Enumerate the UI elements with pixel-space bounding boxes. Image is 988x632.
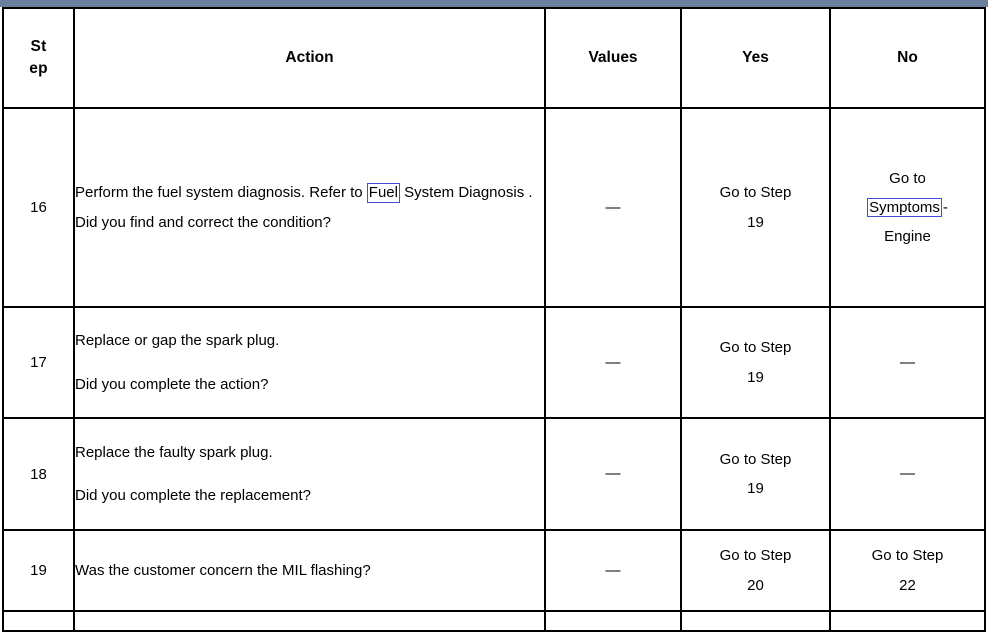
table-row: 17 Replace or gap the spark plug. Did yo… (2, 307, 986, 419)
cell-step-number: 18 (2, 418, 75, 531)
cell-step-number: 19 (2, 530, 75, 612)
column-header-yes: Yes (680, 8, 831, 109)
no-link-trailing-dash: - (942, 198, 948, 216)
action-line1: Replace the faulty spark plug. (75, 443, 273, 461)
cell-step-number: 17 (2, 307, 75, 419)
diagnostic-procedure-table: St ep Action Values Yes No 16 Perform th… (2, 7, 986, 632)
column-header-step-line2: ep (29, 60, 48, 77)
column-header-step: St ep (2, 8, 75, 109)
table-row: 16 Perform the fuel system diagnosis. Re… (2, 108, 986, 308)
yes-line1: Go to Step (719, 450, 792, 468)
cell-values: — (544, 307, 682, 419)
table-row-partial (2, 611, 986, 632)
column-header-action: Action (73, 8, 546, 109)
no-line2: 22 (899, 576, 916, 594)
hyperlink-symptoms[interactable]: Symptoms (867, 197, 942, 218)
yes-line2: 19 (747, 213, 764, 231)
cell-yes: Go to Step 19 (680, 307, 831, 419)
hyperlink-fuel[interactable]: Fuel (366, 183, 400, 203)
yes-line2: 20 (747, 576, 764, 594)
cell-no (829, 611, 986, 632)
em-dash: — (605, 198, 621, 216)
column-header-step-line1: St (30, 37, 47, 55)
cell-no: — (829, 307, 986, 419)
cell-no: Go to Step 22 (829, 530, 986, 612)
cell-action: Was the customer concern the MIL flashin… (73, 530, 546, 612)
cell-yes: Go to Step 19 (680, 418, 831, 531)
action-line2: Did you complete the replacement? (75, 487, 311, 504)
yes-line1: Go to Step (719, 184, 792, 202)
table-header-row: St ep Action Values Yes No (2, 8, 986, 109)
no-line1: Go to (889, 169, 926, 187)
cell-yes: Go to Step 20 (680, 530, 831, 612)
action-text-pre-link: Perform the fuel system diagnosis. Refer… (75, 184, 367, 202)
cell-action: Replace or gap the spark plug. Did you c… (73, 307, 546, 419)
table-row: 18 Replace the faulty spark plug. Did yo… (2, 418, 986, 531)
cell-action: Replace the faulty spark plug. Did you c… (73, 418, 546, 531)
action-blank-line (75, 356, 544, 370)
action-line1: Replace or gap the spark plug. (75, 332, 280, 350)
yes-line1: Go to Step (719, 547, 792, 565)
action-blank-line (75, 467, 544, 481)
cell-no: — (829, 418, 986, 531)
cell-step-number: 16 (2, 108, 75, 308)
cell-yes (680, 611, 831, 632)
action-line2: Did you complete the action? (75, 375, 269, 393)
action-text-post-link: System Diagnosis . Did you find and corr… (75, 184, 533, 231)
window-chrome-strip (0, 0, 988, 7)
yes-line1: Go to Step (719, 339, 792, 357)
cell-values: — (544, 108, 682, 308)
em-dash: — (605, 353, 621, 371)
no-line3: Engine (884, 228, 931, 246)
cell-action: Perform the fuel system diagnosis. Refer… (73, 108, 546, 308)
action-line1: Was the customer concern the MIL flashin… (75, 561, 371, 579)
yes-line2: 19 (747, 480, 764, 497)
column-header-values: Values (544, 8, 682, 109)
column-header-no: No (829, 8, 986, 109)
em-dash: — (605, 561, 621, 579)
cell-yes: Go to Step 19 (680, 108, 831, 308)
no-line1: Go to Step (871, 547, 944, 565)
cell-action (73, 611, 546, 632)
cell-values: — (544, 530, 682, 612)
yes-line2: 19 (747, 368, 764, 386)
em-dash: — (900, 353, 915, 371)
cell-values: — (544, 418, 682, 531)
cell-step-number (2, 611, 75, 632)
em-dash: — (605, 465, 621, 483)
table-row: 19 Was the customer concern the MIL flas… (2, 530, 986, 612)
cell-no: Go to Symptoms- Engine (829, 108, 986, 308)
cell-values (544, 611, 682, 632)
em-dash: — (900, 465, 915, 483)
